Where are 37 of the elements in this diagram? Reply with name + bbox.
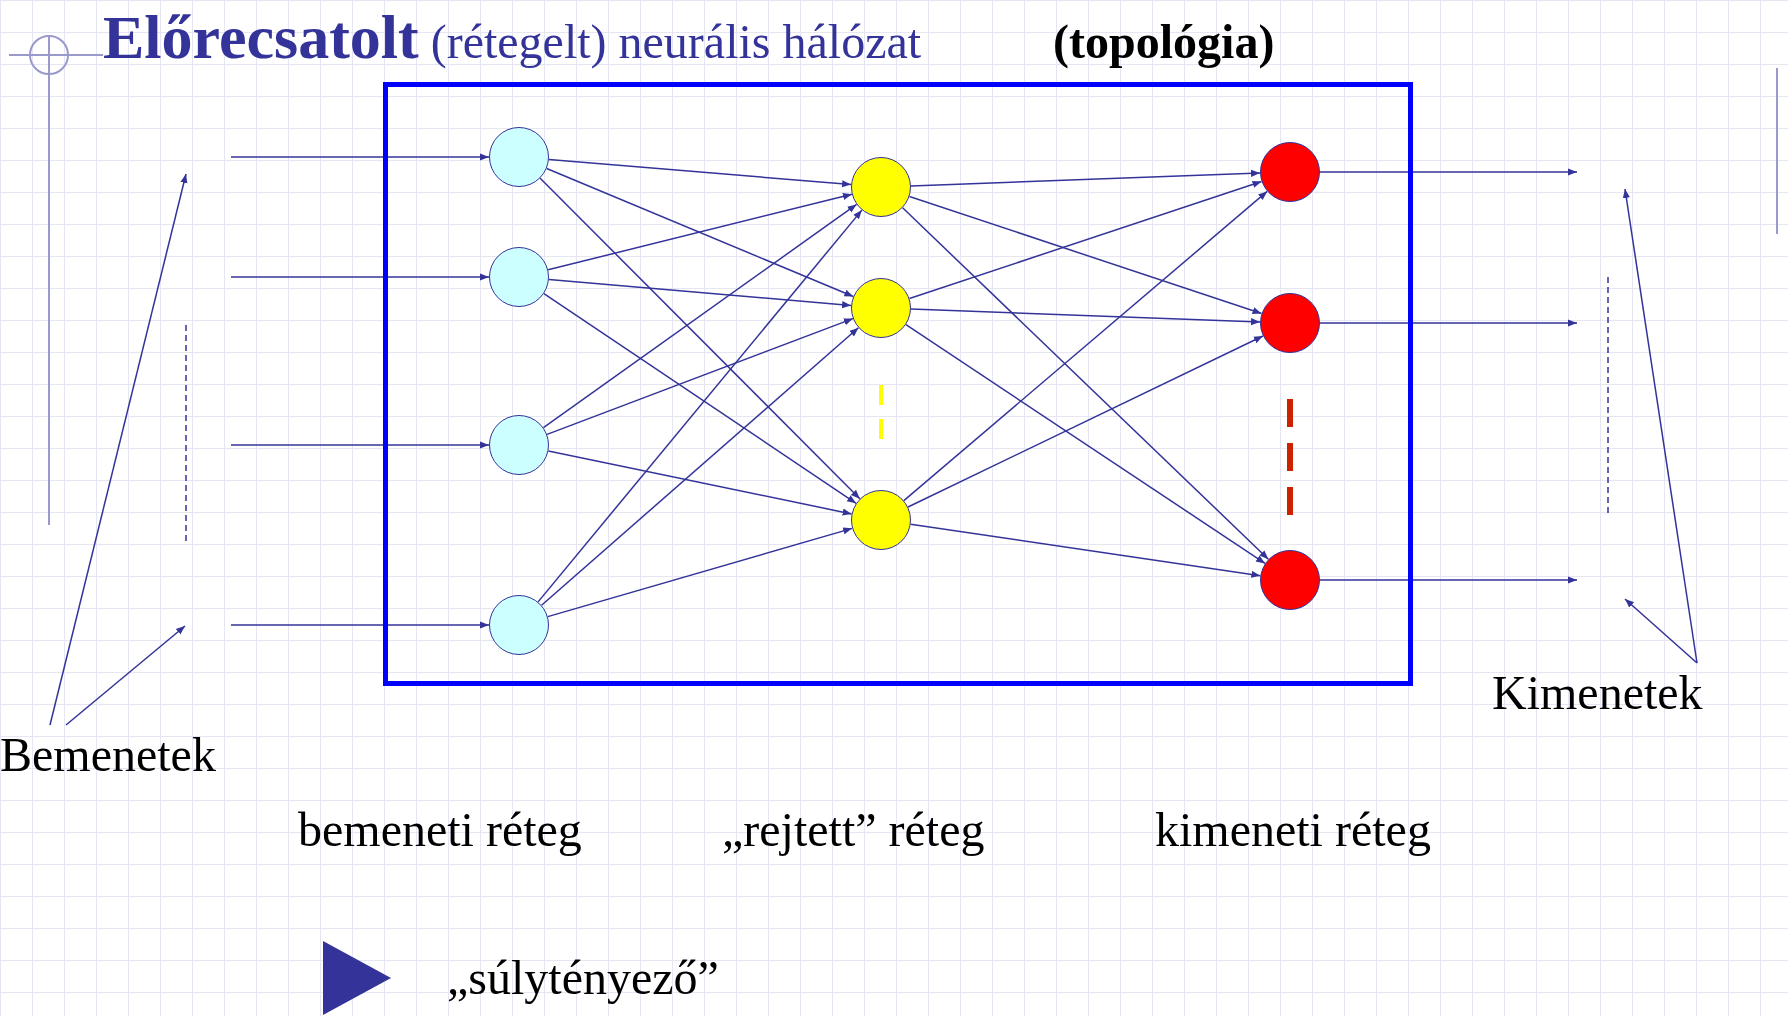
leader-arrow (49, 173, 188, 726)
arrow (1319, 319, 1578, 327)
leader-arrow (65, 625, 186, 726)
arrow (543, 292, 857, 505)
arrow (542, 203, 858, 429)
arrow (1319, 168, 1578, 176)
arrow (907, 335, 1264, 508)
legend-text: „súlytényező” (447, 950, 719, 1006)
arrow (539, 177, 861, 500)
arrow (537, 209, 863, 603)
layer-label: kimeneti réteg (1155, 802, 1431, 858)
leader-arrow (1622, 188, 1698, 664)
arrow (547, 450, 853, 516)
layer-frame (383, 82, 1413, 686)
layer-label: bemeneti réteg (298, 802, 582, 858)
arrow (548, 158, 852, 188)
arrow (910, 308, 1261, 326)
arrow (545, 167, 855, 298)
arrow (547, 192, 853, 271)
arrow (905, 323, 1266, 565)
layer-label: „rejtett” réteg (722, 802, 985, 858)
arrow (903, 190, 1268, 502)
arrow (230, 621, 490, 629)
arrow (230, 153, 490, 161)
io-label: Bemenetek (0, 725, 285, 785)
arrow (901, 207, 1270, 560)
arrow (548, 278, 852, 309)
io-label: Kimenetek (1492, 663, 1777, 723)
arrow (230, 441, 490, 449)
arrow (909, 523, 1262, 578)
arrow (230, 273, 490, 281)
arrow (547, 527, 853, 618)
arrow (540, 327, 860, 606)
leader-arrow (1624, 598, 1698, 664)
title: Előrecsatolt (rétegelt) neurális hálózat (topológia) (103, 4, 1275, 73)
arrow (910, 169, 1261, 187)
arrow (1319, 576, 1578, 584)
